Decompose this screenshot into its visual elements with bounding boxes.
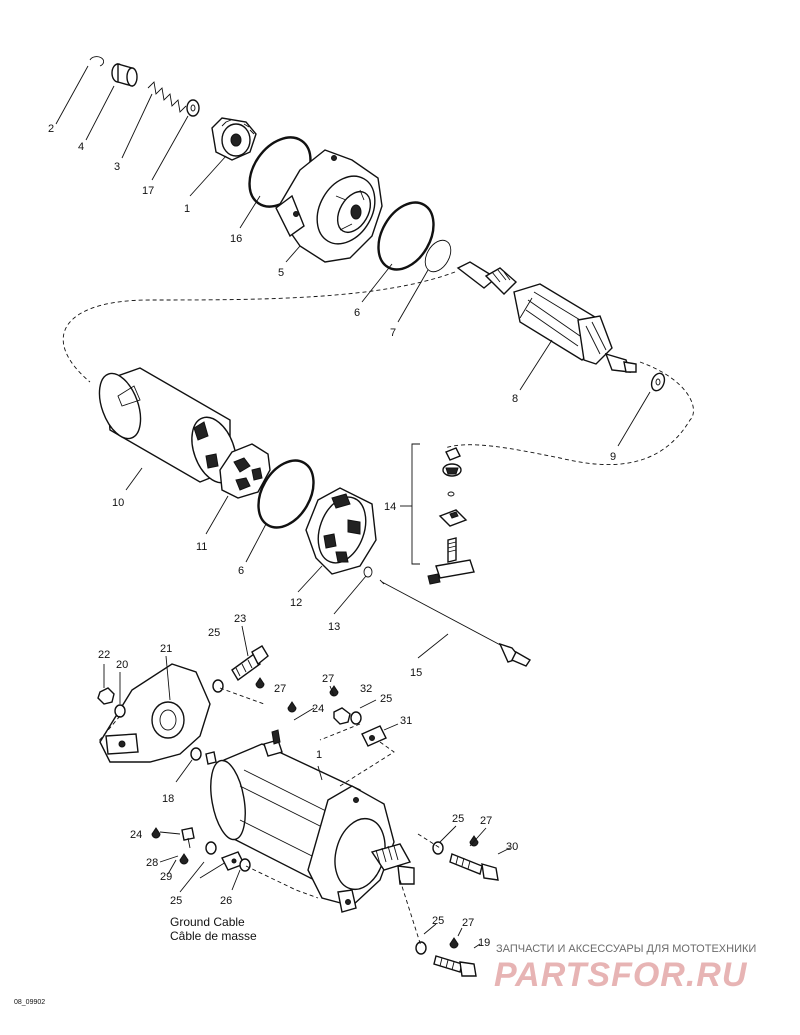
bolt-28-part [181, 827, 195, 849]
ground-cable-part [199, 851, 245, 879]
callout-31: 31 [400, 715, 412, 727]
hardware-14-group [400, 443, 475, 585]
callout-4: 4 [78, 141, 84, 153]
callout-30: 30 [506, 841, 518, 853]
loctite-27a-mark [255, 677, 265, 689]
washer-18-part [190, 747, 202, 761]
callout-20: 20 [116, 659, 128, 671]
callout-24b: 24 [130, 829, 142, 841]
caption-line-1: Ground Cable [170, 915, 245, 929]
callout-6: 6 [354, 307, 360, 319]
bolt-30-part [449, 853, 499, 881]
washer-25d-part [432, 841, 444, 855]
washer-26-part [239, 858, 251, 872]
bushing-part [111, 63, 138, 87]
washer-25c-part [205, 841, 217, 855]
drive-pinion-part [211, 117, 257, 161]
callout-5: 5 [278, 267, 284, 279]
callout-18: 18 [162, 793, 174, 805]
loctite-29-mark [179, 853, 189, 865]
bolt-23-part [231, 645, 269, 682]
callout-6b: 6 [238, 565, 244, 577]
callout-10: 10 [112, 497, 124, 509]
callout-8: 8 [512, 393, 518, 405]
callout-11: 11 [196, 541, 207, 553]
bolt-19-part [433, 955, 477, 977]
callout-27d: 27 [462, 917, 474, 929]
terminal-31-part [361, 725, 387, 747]
lower-assembly-lines [97, 687, 441, 947]
front-housing-part [275, 149, 383, 263]
callout-7: 7 [390, 327, 396, 339]
callout-2: 2 [48, 123, 54, 135]
callout-15: 15 [410, 667, 422, 679]
callout-25e: 25 [432, 915, 444, 927]
loctite-24b-mark [151, 827, 161, 839]
washer-25e-part [415, 941, 427, 955]
callout-12: 12 [290, 597, 302, 609]
washer-25b-part [350, 711, 362, 725]
washer-20-part [114, 704, 126, 718]
callout-21: 21 [160, 643, 172, 655]
callout-22: 22 [98, 649, 110, 661]
o-ring-13-part [363, 566, 373, 578]
thin-ring-7-part [424, 239, 452, 273]
callout-25d: 25 [452, 813, 464, 825]
callout-32: 32 [360, 683, 372, 695]
callout-25a: 25 [208, 627, 220, 639]
washer-17-part [186, 99, 200, 117]
armature-part [456, 261, 637, 373]
callout-13: 13 [328, 621, 340, 633]
callout-1: 1 [184, 203, 190, 215]
callout-17: 17 [142, 185, 154, 197]
callout-19: 19 [478, 937, 490, 949]
rear-cover-part [305, 487, 377, 575]
assembly-loop-line [62, 271, 694, 466]
callout-27b: 27 [322, 673, 334, 685]
washer-25a-part [212, 679, 224, 693]
nut-22-part [97, 687, 115, 705]
loctite-27d-mark [449, 937, 459, 949]
watermark-logo: PARTSFOR.RU [494, 956, 748, 994]
through-bolt-part [379, 579, 531, 667]
caption-line-2: Câble de masse [170, 929, 257, 943]
callout-3: 3 [114, 161, 120, 173]
starter-motor-assembly [205, 729, 415, 913]
callout-27a: 27 [274, 683, 286, 695]
callout-24a: 24 [312, 703, 324, 715]
brush-plate-part [219, 443, 271, 499]
snap-ring-part [89, 56, 105, 67]
washer-9-part [650, 372, 666, 392]
leader-lines [55, 65, 651, 949]
loctite-24a-mark [287, 701, 297, 713]
callout-1b: 1 [316, 749, 322, 761]
callout-29: 29 [160, 871, 172, 883]
callout-26: 26 [220, 895, 232, 907]
callout-14: 14 [384, 501, 396, 513]
callout-25b: 25 [380, 693, 392, 705]
o-ring-6b-part [257, 459, 315, 529]
callout-25c: 25 [170, 895, 182, 907]
callout-27c: 27 [480, 815, 492, 827]
loctite-27b-mark [329, 685, 339, 697]
callout-28: 28 [146, 857, 158, 869]
drawing-code: 08_09902 [14, 999, 45, 1006]
o-ring-6-part [377, 201, 435, 271]
callout-16: 16 [230, 233, 242, 245]
watermark-tagline: ЗАПЧАСТИ И АКСЕССУАРЫ ДЛЯ МОТОТЕХНИКИ [496, 943, 756, 955]
mount-bracket-part [99, 663, 211, 763]
spring-part [147, 81, 187, 113]
callout-9: 9 [610, 451, 616, 463]
callout-23: 23 [234, 613, 246, 625]
nut-32-part [333, 707, 351, 725]
